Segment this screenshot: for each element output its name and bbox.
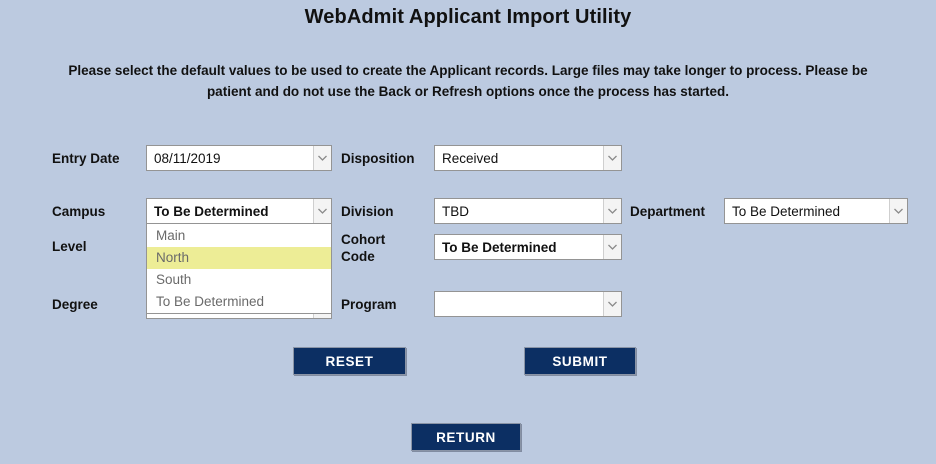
chevron-down-icon[interactable] bbox=[603, 146, 621, 170]
campus-select[interactable]: To Be Determined bbox=[146, 198, 332, 224]
cohort-code-label-line2: Code bbox=[341, 249, 375, 264]
chevron-down-icon[interactable] bbox=[603, 292, 621, 316]
cohort-code-label-line1: Cohort bbox=[341, 232, 386, 247]
cohort-code-select[interactable]: To Be Determined bbox=[434, 234, 622, 260]
return-button[interactable]: RETURN bbox=[411, 423, 521, 451]
entry-date-value: 08/11/2019 bbox=[154, 150, 221, 166]
campus-dropdown-list[interactable]: Main North South To Be Determined bbox=[146, 224, 332, 314]
degree-label: Degree bbox=[52, 297, 98, 312]
division-label: Division bbox=[341, 204, 394, 219]
campus-option-north[interactable]: North bbox=[147, 247, 331, 269]
chevron-down-icon[interactable] bbox=[889, 199, 907, 223]
department-select[interactable]: To Be Determined bbox=[724, 198, 908, 224]
department-label: Department bbox=[630, 204, 706, 219]
cohort-code-label: Cohort Code bbox=[341, 231, 385, 265]
disposition-label: Disposition bbox=[341, 151, 415, 166]
level-label: Level bbox=[52, 239, 87, 254]
disposition-select[interactable]: Received bbox=[434, 145, 622, 171]
chevron-down-icon[interactable] bbox=[313, 199, 331, 223]
campus-option-south[interactable]: South bbox=[156, 272, 192, 287]
entry-date-select[interactable]: 08/11/2019 bbox=[146, 145, 332, 171]
submit-button[interactable]: SUBMIT bbox=[524, 347, 636, 375]
chevron-down-icon[interactable] bbox=[313, 146, 331, 170]
cohort-code-value: To Be Determined bbox=[442, 239, 557, 255]
campus-value: To Be Determined bbox=[154, 203, 269, 219]
campus-label: Campus bbox=[52, 204, 106, 219]
disposition-value: Received bbox=[442, 150, 499, 166]
page-title: WebAdmit Applicant Import Utility bbox=[304, 6, 632, 28]
chevron-down-icon[interactable] bbox=[603, 235, 621, 259]
program-select[interactable] bbox=[434, 291, 622, 317]
campus-option-to-be-determined[interactable]: To Be Determined bbox=[156, 294, 265, 309]
campus-option-main[interactable]: Main bbox=[156, 228, 186, 243]
division-select[interactable]: TBD bbox=[434, 198, 622, 224]
department-value: To Be Determined bbox=[732, 203, 841, 219]
reset-button[interactable]: RESET bbox=[293, 347, 406, 375]
instructions-text: Please select the default values to be u… bbox=[68, 63, 868, 99]
chevron-down-icon[interactable] bbox=[603, 199, 621, 223]
program-label: Program bbox=[341, 297, 397, 312]
entry-date-label: Entry Date bbox=[52, 151, 120, 166]
division-value: TBD bbox=[442, 203, 469, 219]
